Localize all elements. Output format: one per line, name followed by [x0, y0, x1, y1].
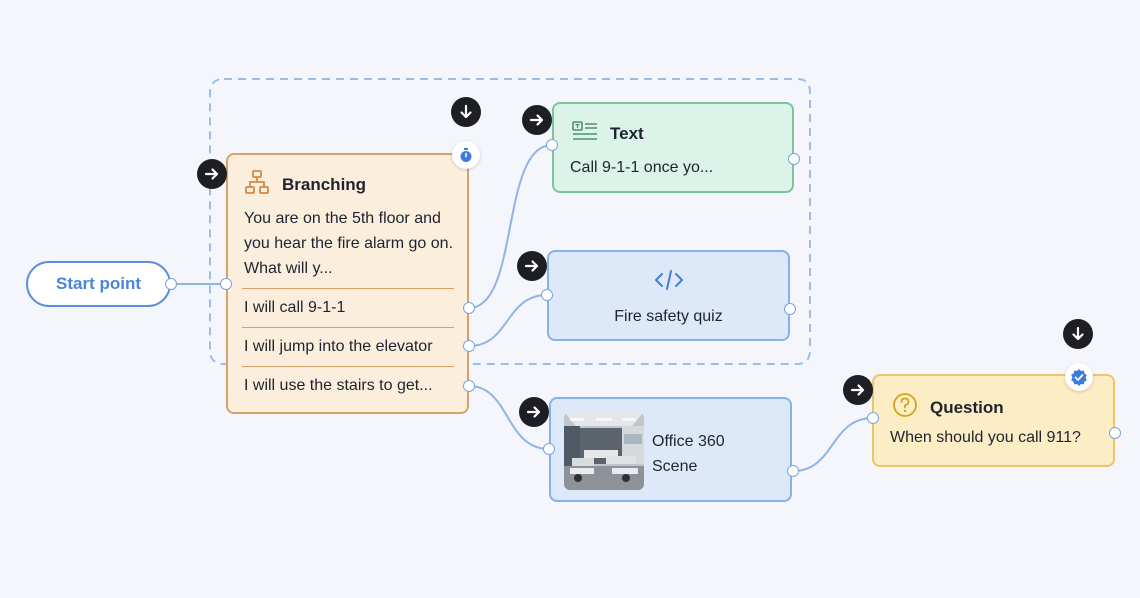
- office-scene-thumbnail: [564, 412, 644, 490]
- branching-node[interactable]: Branching You are on the 5th floor and y…: [226, 153, 469, 414]
- divider: [242, 327, 454, 328]
- text-output-port[interactable]: [788, 153, 800, 165]
- text-node-body: Call 9-1-1 once yo...: [570, 159, 714, 176]
- text-node-title: Text: [610, 123, 644, 143]
- wire-option1-to-text: [468, 144, 553, 309]
- arrow-right-icon[interactable]: [517, 251, 547, 281]
- quiz-input-port[interactable]: [541, 289, 553, 301]
- branching-input-port[interactable]: [220, 278, 232, 290]
- branch-option-2[interactable]: I will jump into the elevator: [244, 338, 433, 355]
- question-output-port[interactable]: [1109, 427, 1121, 439]
- verified-check-icon[interactable]: [1065, 363, 1093, 391]
- scene-input-port[interactable]: [543, 443, 555, 455]
- branching-header: Branching: [244, 169, 366, 200]
- wire-option3-to-scene: [468, 385, 550, 450]
- scene-label-line-2: Scene: [652, 458, 698, 475]
- wire-scene-to-question: [792, 417, 874, 472]
- branch-option-1[interactable]: I will call 9-1-1: [244, 299, 346, 316]
- branch-option-1-port[interactable]: [463, 302, 475, 314]
- arrow-right-icon[interactable]: [522, 105, 552, 135]
- scene-output-port[interactable]: [787, 465, 799, 477]
- scene-node[interactable]: Office 360 Scene: [549, 397, 792, 502]
- branch-option-3[interactable]: I will use the stairs to get...: [244, 377, 433, 394]
- arrow-down-icon[interactable]: [451, 97, 481, 127]
- sitemap-icon: [244, 169, 270, 200]
- scene-node-label: Office 360 Scene: [652, 429, 725, 479]
- branch-option-3-port[interactable]: [463, 380, 475, 392]
- question-node-header: Question: [892, 392, 1004, 423]
- loop-group-outline: [209, 78, 811, 365]
- text-node[interactable]: Text Call 9-1-1 once yo...: [552, 102, 794, 193]
- quiz-output-port[interactable]: [784, 303, 796, 315]
- scene-label-line-1: Office 360: [652, 433, 725, 450]
- arrow-down-icon[interactable]: [1063, 319, 1093, 349]
- branching-description: You are on the 5th floor and you hear th…: [244, 210, 454, 277]
- arrow-right-icon[interactable]: [197, 159, 227, 189]
- branch-option-2-port[interactable]: [463, 340, 475, 352]
- branching-title: Branching: [282, 174, 367, 194]
- arrow-right-icon[interactable]: [843, 375, 873, 405]
- stopwatch-icon[interactable]: [452, 141, 480, 169]
- text-node-header: Text: [572, 120, 644, 147]
- question-node-title: Question: [930, 397, 1004, 417]
- start-point-label: Start point: [56, 274, 141, 293]
- code-icon: [653, 268, 685, 297]
- text-input-port[interactable]: [546, 139, 558, 151]
- quiz-node[interactable]: Fire safety quiz: [547, 250, 790, 341]
- wire-option2-to-quiz: [468, 294, 548, 347]
- quiz-node-label: Fire safety quiz: [614, 308, 723, 325]
- start-output-port[interactable]: [165, 278, 177, 290]
- question-circle-icon: [892, 392, 918, 423]
- text-block-icon: [572, 120, 598, 147]
- divider: [242, 366, 454, 367]
- start-point-node[interactable]: Start point: [26, 261, 171, 307]
- divider: [242, 288, 454, 289]
- arrow-right-icon[interactable]: [519, 397, 549, 427]
- question-node-body: When should you call 911?: [890, 429, 1081, 446]
- question-input-port[interactable]: [867, 412, 879, 424]
